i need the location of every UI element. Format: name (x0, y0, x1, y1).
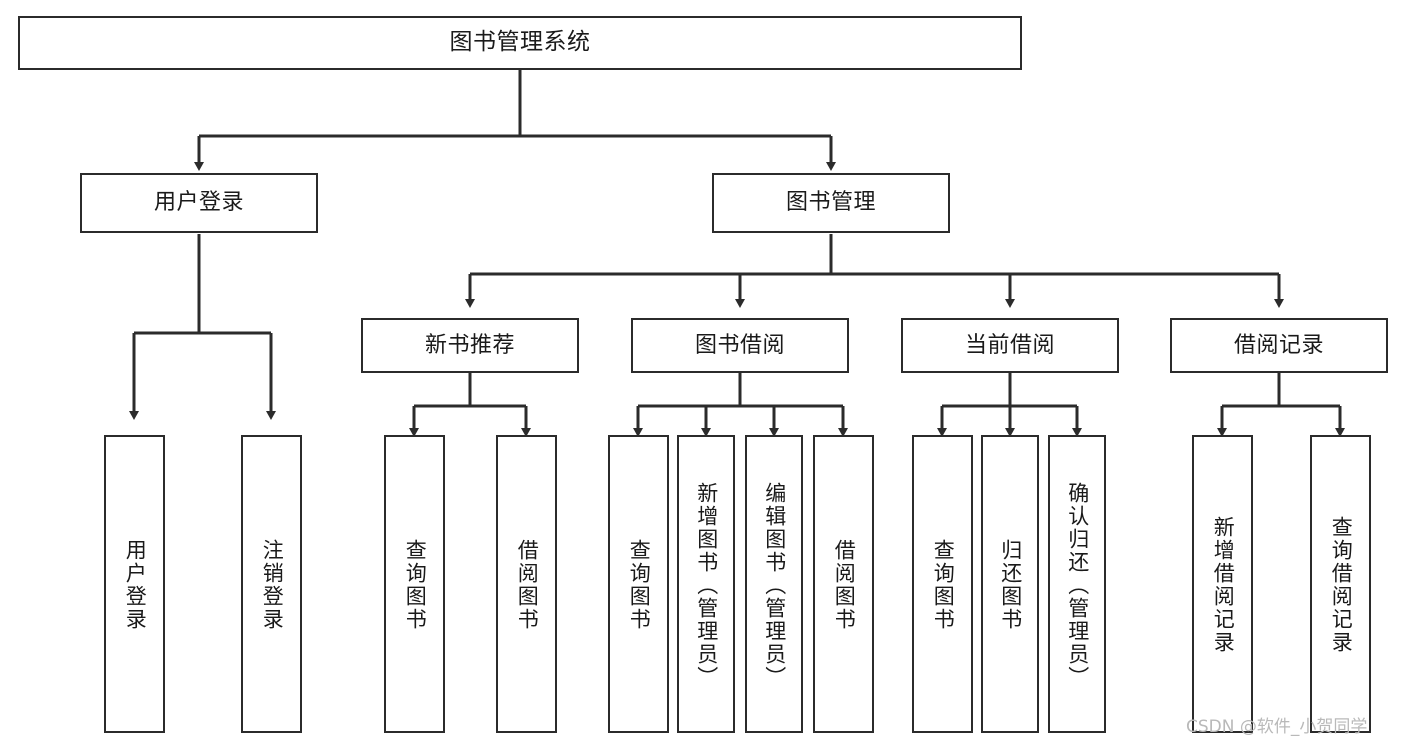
node-label: 查询图书 (931, 539, 956, 631)
node-label: 借阅图书 (832, 539, 857, 631)
node-label: 新增图书（管理员） (694, 481, 719, 689)
node-label: 新书推荐 (424, 332, 515, 358)
node-label: 借阅记录 (1233, 332, 1324, 358)
node-label: 查询借阅记录 (1329, 516, 1354, 654)
node-borrow-record[interactable]: 借阅记录 (1170, 318, 1388, 373)
node-label: 图书管理 (785, 190, 876, 216)
node-label: 查询图书 (403, 539, 428, 631)
node-label: 用户登录 (123, 539, 148, 631)
node-label: 查询图书 (627, 539, 652, 631)
node-book-management[interactable]: 图书管理 (712, 173, 950, 233)
leaf-borrow-book-recommend[interactable]: 借阅图书 (496, 435, 557, 733)
node-label: 新增借阅记录 (1211, 516, 1236, 654)
node-label: 当前借阅 (964, 332, 1055, 358)
node-label: 用户登录 (153, 190, 244, 216)
node-label: 归还图书 (998, 539, 1023, 631)
node-new-book-recommend[interactable]: 新书推荐 (361, 318, 579, 373)
node-label: 借阅图书 (515, 539, 540, 631)
node-book-borrow[interactable]: 图书借阅 (631, 318, 849, 373)
csdn-watermark: CSDN @软件_小贺同学 (1186, 717, 1368, 737)
node-user-login[interactable]: 用户登录 (80, 173, 318, 233)
node-label: 确认归还（管理员） (1065, 481, 1090, 689)
leaf-confirm-return-admin[interactable]: 确认归还（管理员） (1048, 435, 1106, 733)
leaf-return-book[interactable]: 归还图书 (981, 435, 1039, 733)
leaf-query-book-recommend[interactable]: 查询图书 (384, 435, 445, 733)
node-label: 图书借阅 (694, 332, 785, 358)
node-label: 注销登录 (260, 539, 285, 631)
leaf-query-book-borrow[interactable]: 查询图书 (608, 435, 669, 733)
leaf-user-login[interactable]: 用户登录 (104, 435, 165, 733)
leaf-edit-book-admin[interactable]: 编辑图书（管理员） (745, 435, 803, 733)
node-label: 编辑图书（管理员） (762, 481, 787, 689)
leaf-query-book-current[interactable]: 查询图书 (912, 435, 973, 733)
leaf-logout[interactable]: 注销登录 (241, 435, 302, 733)
node-root-book-management-system[interactable]: 图书管理系统 (18, 16, 1022, 70)
leaf-add-borrow-record[interactable]: 新增借阅记录 (1192, 435, 1253, 733)
leaf-query-borrow-record[interactable]: 查询借阅记录 (1310, 435, 1371, 733)
node-current-borrow[interactable]: 当前借阅 (901, 318, 1119, 373)
leaf-borrow-book[interactable]: 借阅图书 (813, 435, 874, 733)
leaf-add-book-admin[interactable]: 新增图书（管理员） (677, 435, 735, 733)
node-label: 图书管理系统 (449, 29, 591, 56)
